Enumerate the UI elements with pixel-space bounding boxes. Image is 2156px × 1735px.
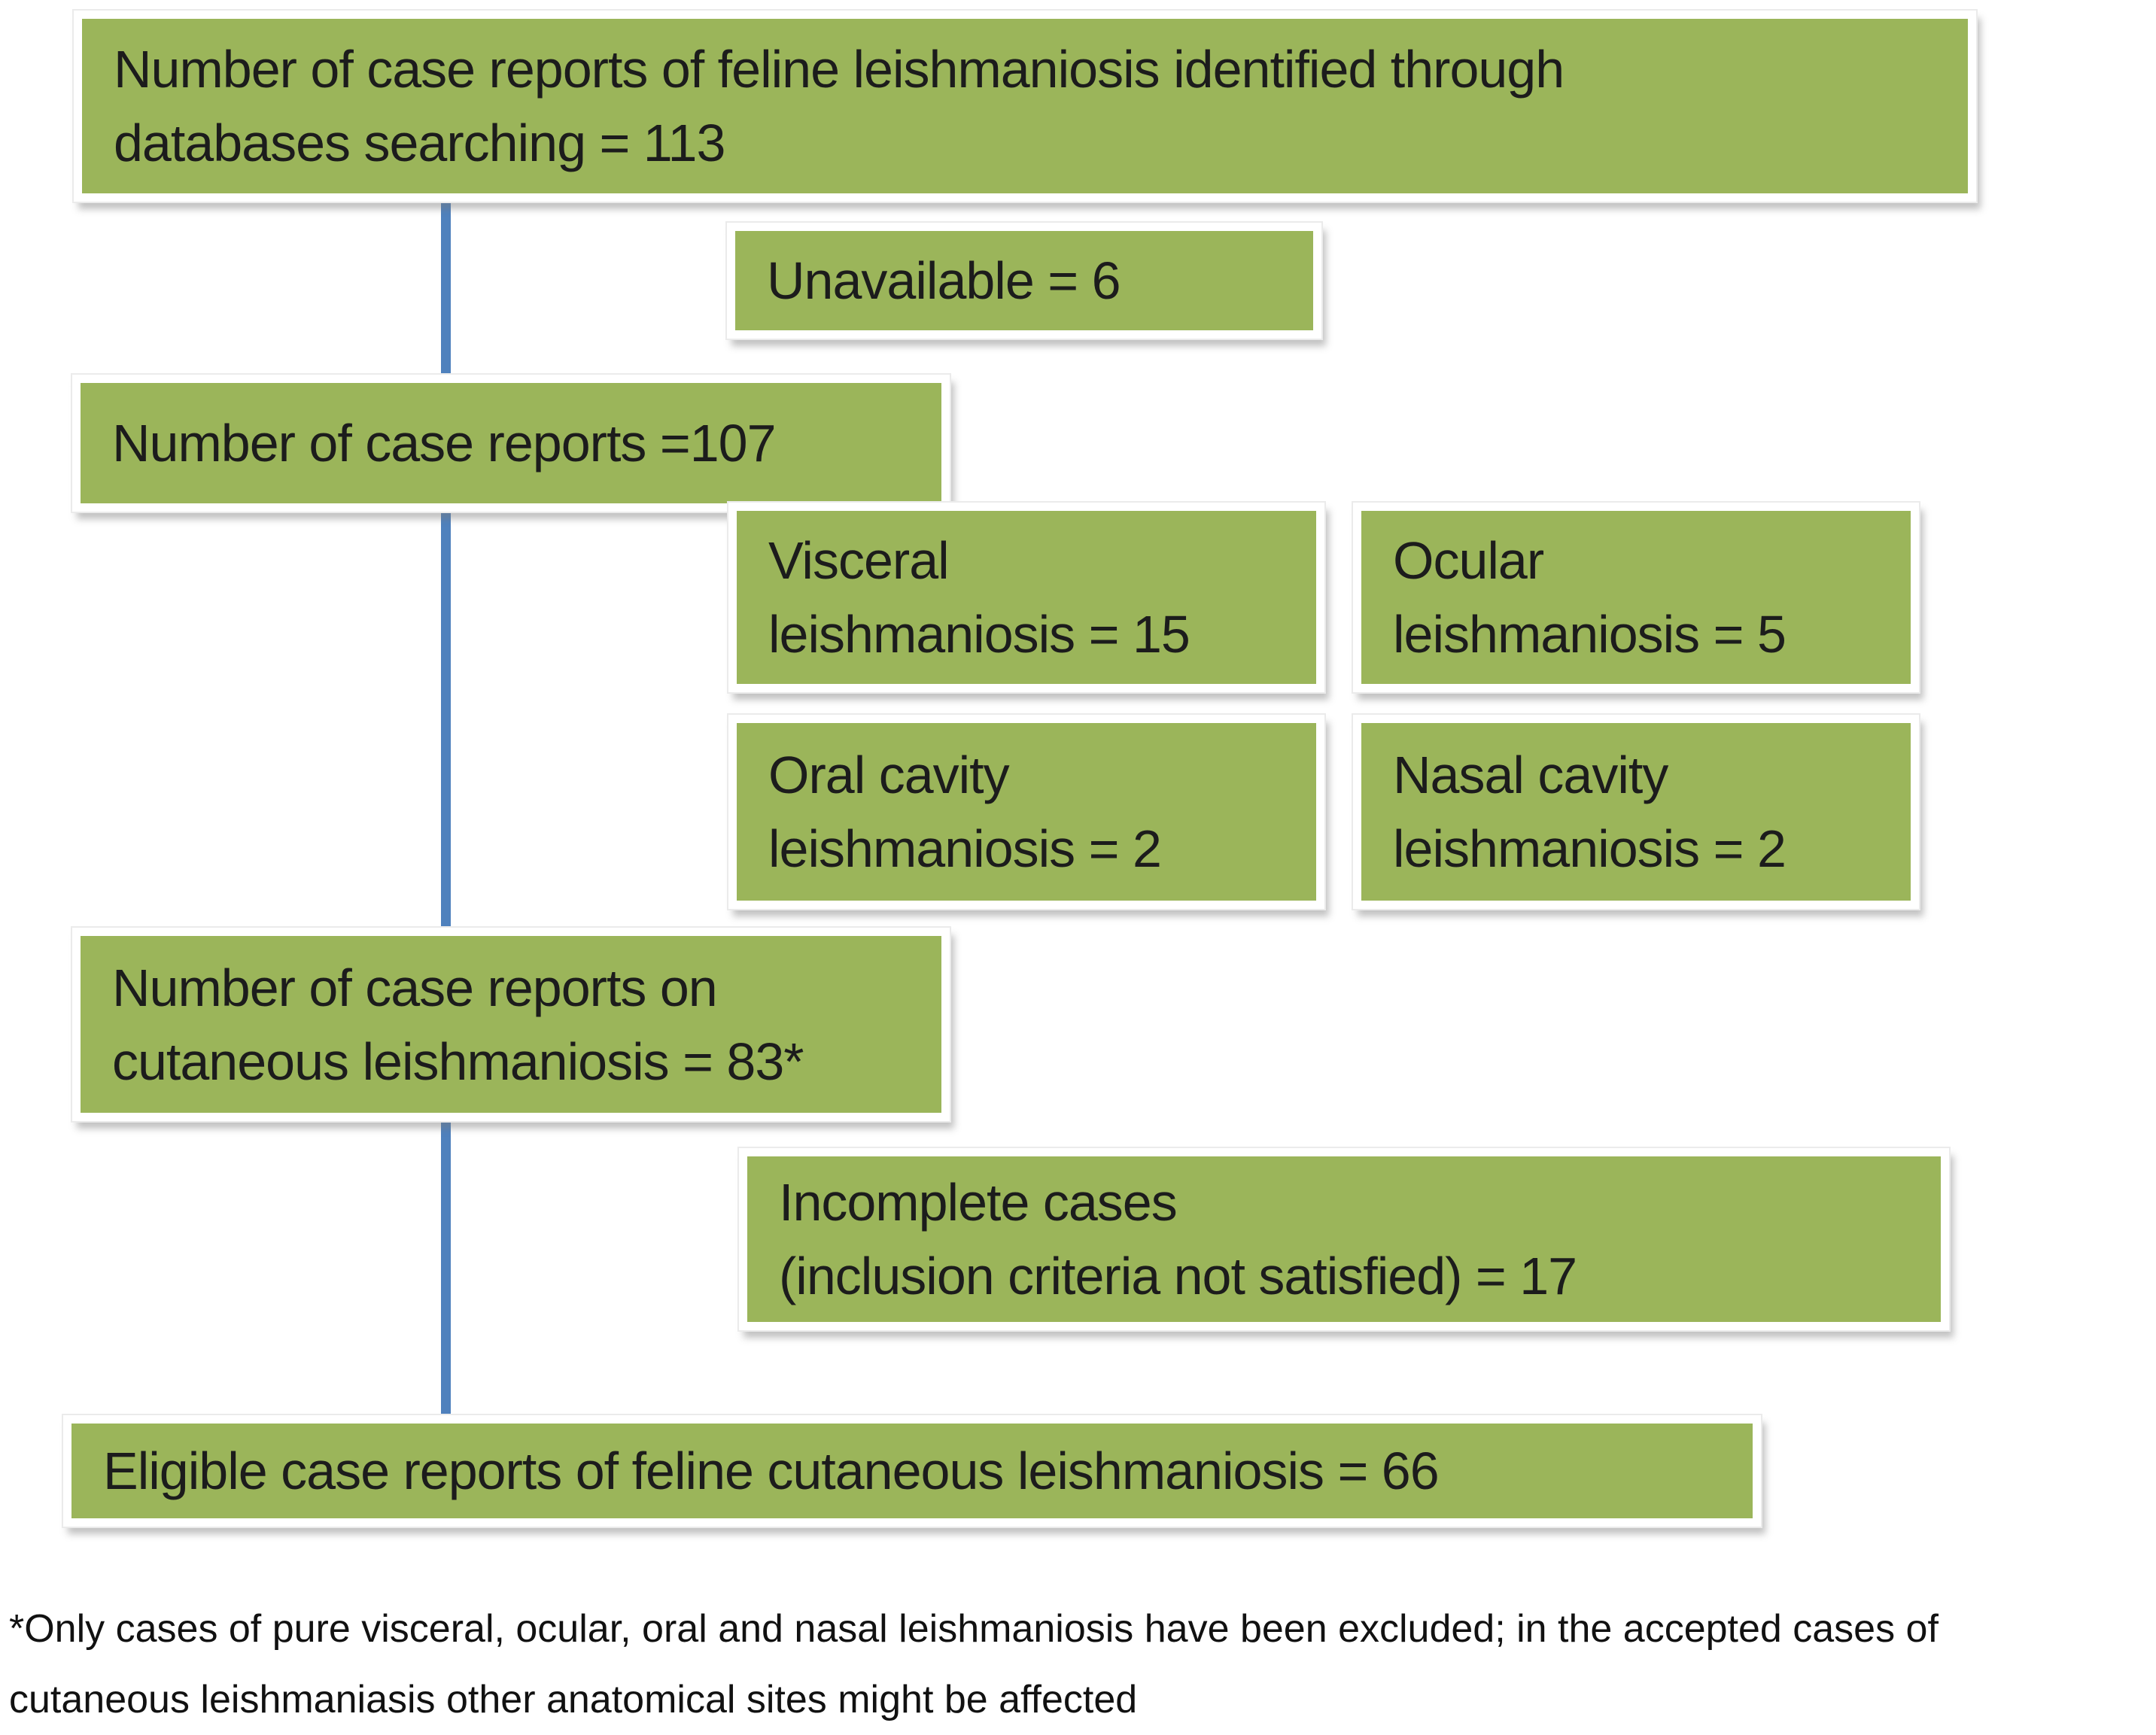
footnote-line: cutaneous leishmaniasis other anatomical… xyxy=(9,1678,1138,1721)
box-text-line: Number of case reports on xyxy=(112,958,718,1017)
box-text-line: leishmaniosis = 2 xyxy=(768,819,1162,878)
flow-box-incomplete: Incomplete cases (inclusion criteria not… xyxy=(739,1148,1949,1330)
flow-box-identified: Number of case reports of feline leishma… xyxy=(74,11,1976,202)
box-text-line: leishmaniosis = 15 xyxy=(768,605,1191,664)
box-text-line: Incomplete cases xyxy=(779,1173,1178,1232)
box-text-line: Oral cavity xyxy=(768,746,1010,804)
box-text-line: leishmaniosis = 2 xyxy=(1393,819,1787,878)
box-text-line: databases searching = 113 xyxy=(114,114,725,172)
box-text-line: Number of case reports =107 xyxy=(112,414,777,472)
box-text-line: cutaneous leishmaniosis = 83* xyxy=(112,1032,804,1091)
flow-box-ocular: Ocular leishmaniosis = 5 xyxy=(1353,503,1919,692)
flow-box-unavailable: Unavailable = 6 xyxy=(727,223,1321,339)
flow-box-reports-107: Number of case reports =107 xyxy=(72,375,950,512)
footnote-line: *Only cases of pure visceral, ocular, or… xyxy=(9,1607,1939,1651)
flow-box-cutaneous: Number of case reports on cutaneous leis… xyxy=(72,928,950,1121)
box-text-line: Unavailable = 6 xyxy=(767,251,1121,310)
box-text-line: Nasal cavity xyxy=(1393,746,1668,804)
box-text-line: (inclusion criteria not satisfied) = 17 xyxy=(779,1247,1577,1305)
box-text-line: Visceral xyxy=(768,531,950,590)
flow-box-eligible: Eligible case reports of feline cutaneou… xyxy=(63,1415,1761,1527)
box-text-line: Number of case reports of feline leishma… xyxy=(114,40,1565,99)
flow-box-visceral: Visceral leishmaniosis = 15 xyxy=(728,503,1324,692)
box-text-line: Eligible case reports of feline cutaneou… xyxy=(103,1442,1440,1500)
box-text-line: leishmaniosis = 5 xyxy=(1393,605,1787,664)
box-text-line: Ocular xyxy=(1393,531,1544,590)
flow-box-nasal-cavity: Nasal cavity leishmaniosis = 2 xyxy=(1353,715,1919,909)
footnote: *Only cases of pure visceral, ocular, or… xyxy=(9,1594,2152,1735)
flow-box-oral-cavity: Oral cavity leishmaniosis = 2 xyxy=(728,715,1324,909)
